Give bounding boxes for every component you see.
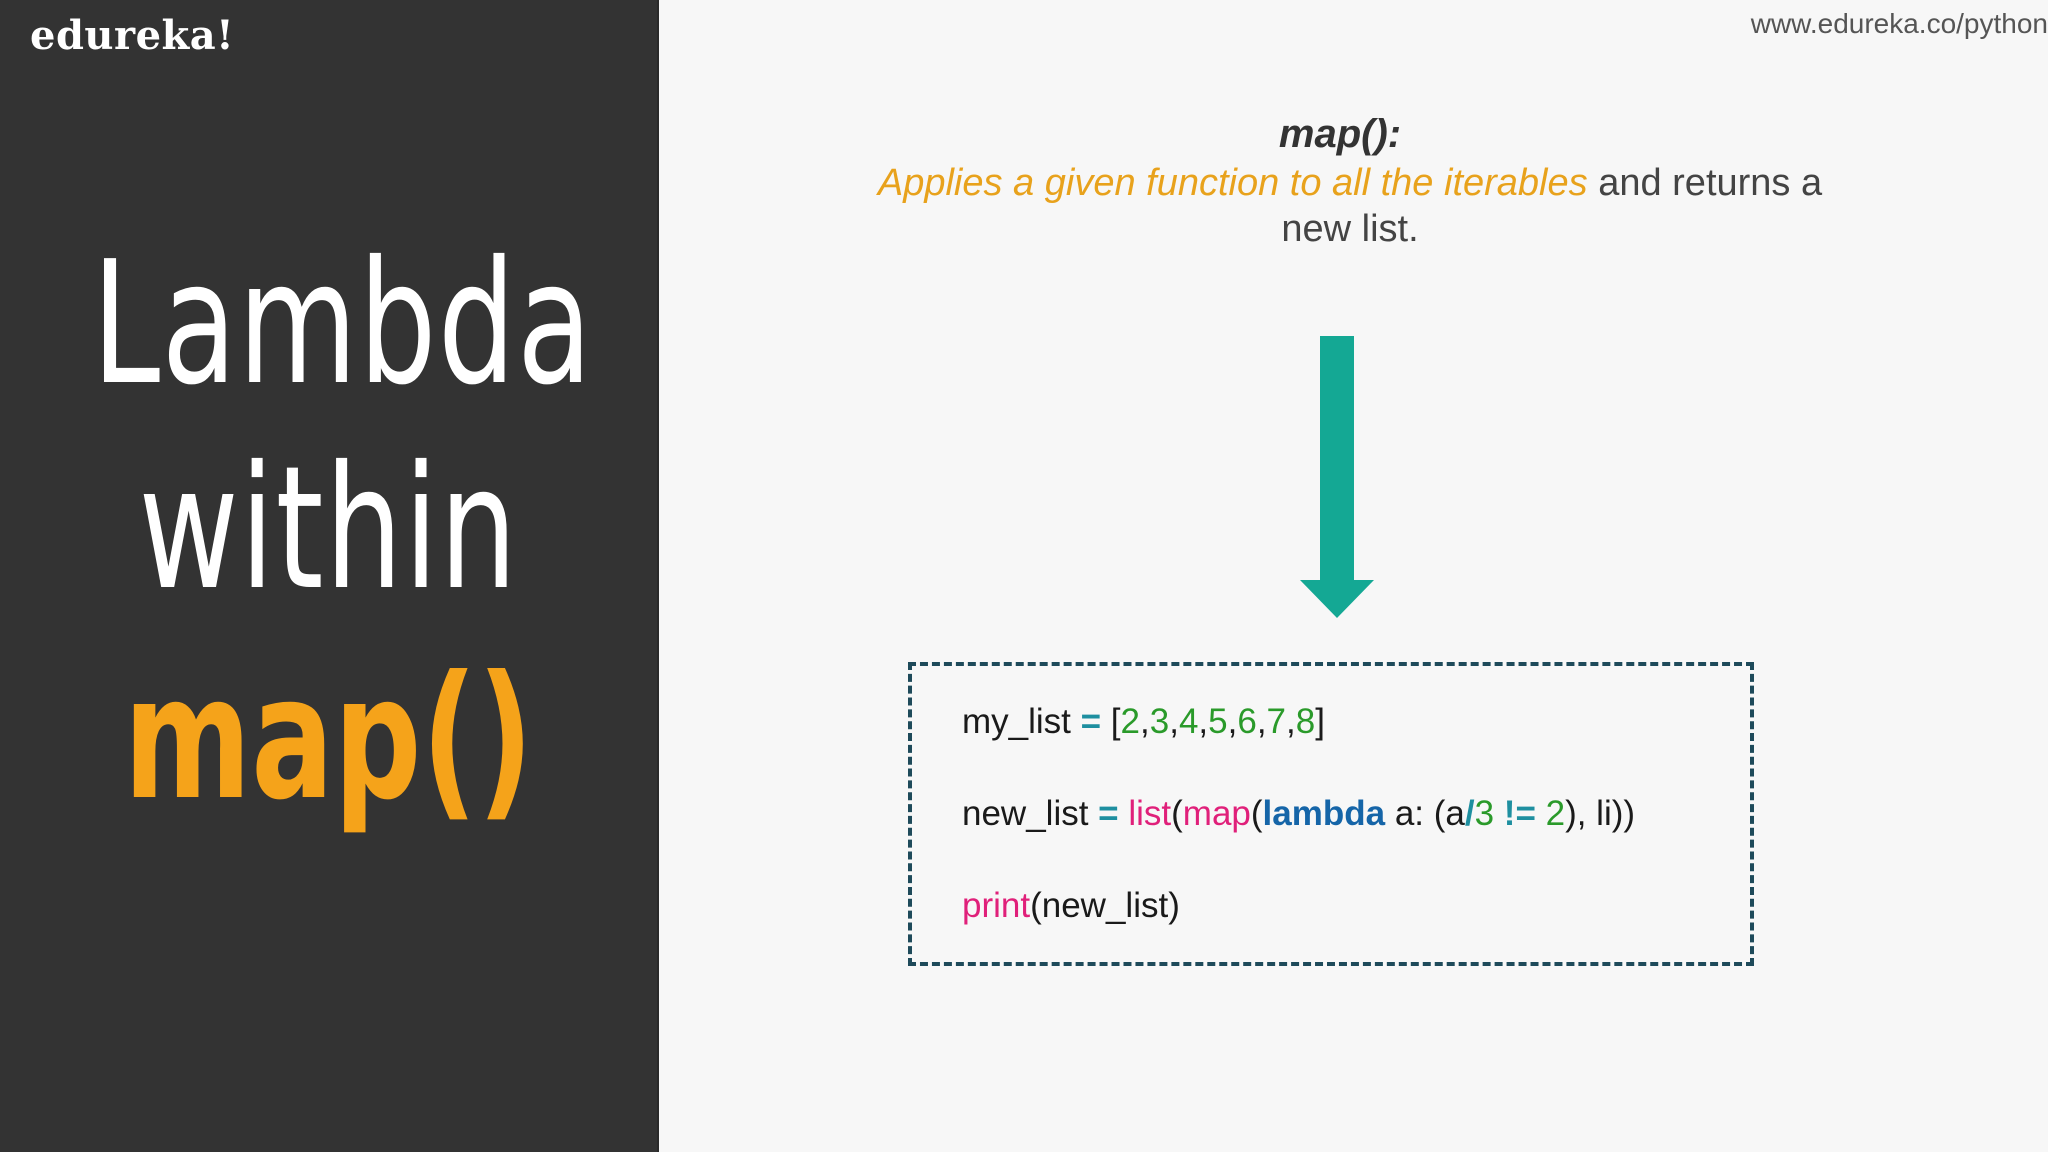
code-comma: , <box>1169 702 1179 741</box>
code-number: 2 <box>1120 702 1140 741</box>
code-function: print <box>962 886 1031 925</box>
code-args: (new_list) <box>1030 886 1180 925</box>
brand-logo: edureka! <box>30 12 235 59</box>
code-comma: , <box>1256 702 1267 741</box>
down-arrow-icon <box>1300 336 1374 618</box>
sidebar-panel: edureka! Lambda within map() <box>0 0 659 1152</box>
code-number: 2 <box>1545 794 1566 833</box>
description-rest: and returns a new list. <box>1281 162 1823 250</box>
function-heading: map(): <box>1278 112 1402 156</box>
function-description: Applies a given function to all the iter… <box>850 160 1850 252</box>
code-box: my_list = [2,3,4,5,6,7,8] new_list = lis… <box>908 662 1754 966</box>
code-operator: != <box>1494 794 1546 833</box>
code-number: 5 <box>1208 702 1228 741</box>
code-line-2: new_list = list(map(lambda a: (a/3 != 2)… <box>962 794 1635 834</box>
code-comma: , <box>1227 702 1238 741</box>
code-space <box>1119 794 1129 833</box>
code-line-1: my_list = [2,3,4,5,6,7,8] <box>962 702 1325 742</box>
code-operator: = <box>1080 702 1102 741</box>
code-function: map <box>1182 794 1251 833</box>
code-args: ), li)) <box>1565 794 1636 833</box>
code-args: a: (a <box>1385 794 1465 833</box>
code-comma: , <box>1140 702 1150 741</box>
code-operator: = <box>1098 794 1119 833</box>
code-number: 7 <box>1266 702 1287 741</box>
code-comma: , <box>1286 702 1296 741</box>
code-bracket: ] <box>1315 702 1325 741</box>
code-var: my_list <box>962 702 1081 741</box>
code-bracket: [ <box>1101 702 1121 741</box>
description-highlight: Applies a given function to all the iter… <box>877 162 1588 204</box>
code-number: 4 <box>1178 702 1199 741</box>
code-keyword: lambda <box>1262 794 1386 833</box>
code-paren: ( <box>1250 794 1263 833</box>
code-number: 8 <box>1295 702 1316 741</box>
title-line-2: within <box>138 430 519 628</box>
code-number: 3 <box>1474 794 1495 833</box>
title-line-1: Lambda <box>91 225 594 423</box>
code-function: list <box>1128 794 1172 833</box>
site-url: www.edureka.co/python <box>1750 8 2048 39</box>
code-number: 3 <box>1149 702 1170 741</box>
title-line-3: map() <box>123 640 534 838</box>
code-var: new_list <box>962 794 1099 833</box>
code-paren: ( <box>1171 794 1183 833</box>
code-comma: , <box>1198 702 1209 741</box>
code-number: 6 <box>1237 702 1257 741</box>
code-line-3: print(new_list) <box>962 886 1180 926</box>
code-operator: / <box>1464 794 1475 833</box>
